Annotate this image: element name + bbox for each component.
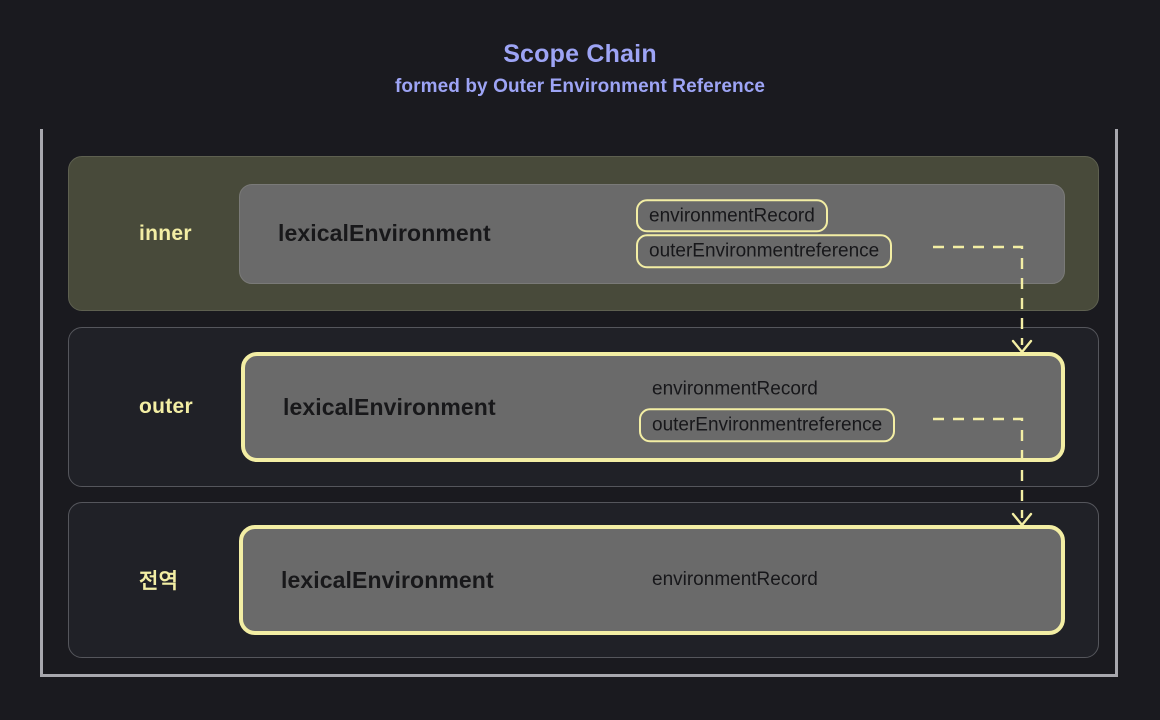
- page-title: Scope Chain: [503, 40, 657, 68]
- lexical-environment-box-inner: lexicalEnvironment environmentRecord out…: [239, 183, 1065, 284]
- scope-label-outer: outer: [139, 395, 193, 418]
- lexical-environment-title: lexicalEnvironment: [283, 393, 496, 420]
- lexical-environment-slots-inner: environmentRecord outerEnvironmentrefere…: [636, 198, 893, 269]
- scope-row-outer: outer lexicalEnvironment environmentReco…: [68, 327, 1099, 487]
- scope-row-inner: inner lexicalEnvironment environmentReco…: [68, 156, 1099, 311]
- scope-label-inner: inner: [139, 221, 192, 245]
- scope-row-global: 전역 lexicalEnvironment environmentRecord: [68, 502, 1099, 658]
- lexical-environment-title: lexicalEnvironment: [281, 566, 494, 593]
- slot-environment-record: environmentRecord: [636, 198, 828, 233]
- lexical-environment-slots-outer: environmentRecord outerEnvironmentrefere…: [639, 372, 896, 442]
- slot-environment-record: environmentRecord: [652, 378, 818, 400]
- lexical-environment-slots-global: environmentRecord: [639, 563, 831, 597]
- lexical-environment-title: lexicalEnvironment: [278, 220, 491, 246]
- lexical-environment-box-outer: lexicalEnvironment environmentRecord out…: [241, 352, 1065, 462]
- slot-environment-record: environmentRecord: [652, 569, 818, 591]
- diagram-header: Scope Chain formed by Outer Environment …: [0, 0, 1160, 97]
- scope-chain-container: inner lexicalEnvironment environmentReco…: [40, 129, 1118, 677]
- slot-outer-environment-reference: outerEnvironmentreference: [636, 234, 893, 269]
- lexical-environment-box-global: lexicalEnvironment environmentRecord: [239, 525, 1065, 635]
- page-subtitle: formed by Outer Environment Reference: [394, 76, 766, 97]
- slot-outer-environment-reference: outerEnvironmentreference: [639, 408, 896, 442]
- scope-label-global: 전역: [139, 570, 179, 593]
